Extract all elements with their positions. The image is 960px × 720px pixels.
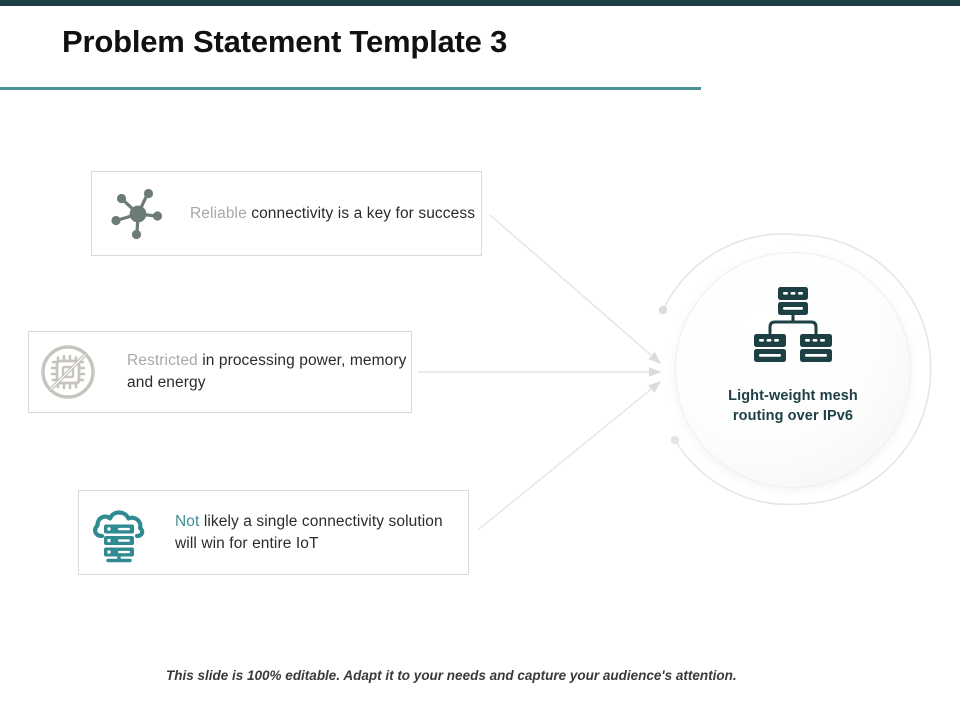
focus-disc[interactable]: Light-weight mesh routing over IPv6 [675, 252, 911, 488]
restricted-chip-icon [29, 331, 107, 413]
top-accent-bar [0, 0, 960, 6]
statement-box-reliable[interactable]: Reliable connectivity is a key for succe… [91, 171, 482, 256]
ring-dot-top [658, 305, 668, 315]
connector-arrow-bottom [477, 381, 662, 531]
connector-arrow-top [489, 214, 662, 364]
ring-dot-bottom [670, 435, 680, 445]
statement-text-not-single-solution: Not likely a single connectivity solutio… [175, 511, 468, 555]
footer-note: This slide is 100% editable. Adapt it to… [166, 668, 737, 683]
mesh-network-icon [754, 287, 832, 362]
focus-label-line-1: Light-weight mesh [728, 388, 858, 404]
statement-lead-restricted: Restricted [127, 352, 198, 369]
cloud-server-icon [79, 490, 159, 575]
focus-label: Light-weight mesh routing over IPv6 [728, 387, 858, 426]
statement-box-restricted[interactable]: Restricted in processing power, memory a… [28, 331, 412, 413]
focus-circle-group[interactable]: Light-weight mesh routing over IPv6 [650, 232, 940, 508]
network-hub-icon [92, 171, 184, 256]
statement-text-restricted: Restricted in processing power, memory a… [127, 350, 411, 394]
statement-text-reliable: Reliable connectivity is a key for succe… [190, 203, 475, 225]
title-underline-rule [0, 87, 701, 90]
page-title: Problem Statement Template 3 [62, 24, 508, 59]
statement-rest-reliable: connectivity is a key for success [246, 204, 476, 222]
focus-label-line-2: routing over IPv6 [732, 407, 854, 424]
focus-outer-ring [658, 233, 932, 506]
statement-lead-not: Not [175, 512, 200, 530]
statement-rest-not: likely a single connectivity solution wi… [175, 512, 443, 552]
statement-rest-restricted: in processing power, memory and energy [127, 352, 407, 391]
statement-lead-reliable: Reliable [190, 204, 247, 222]
statement-box-not-single-solution[interactable]: Not likely a single connectivity solutio… [78, 490, 469, 575]
